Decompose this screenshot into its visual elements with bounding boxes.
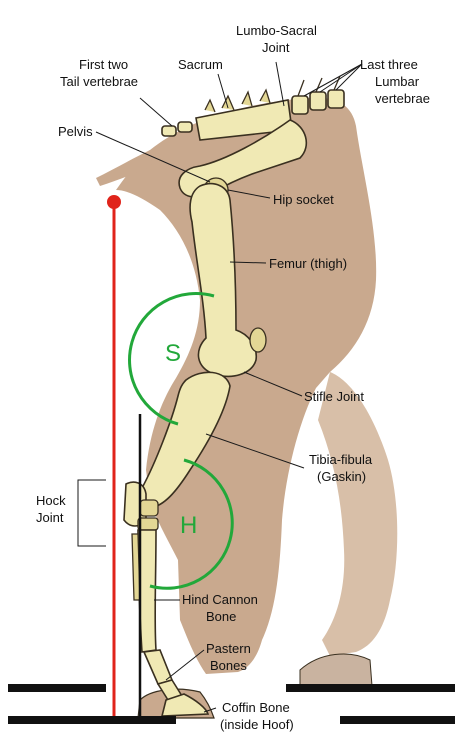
plumb-line-origin-dot bbox=[107, 195, 121, 209]
pastern-bones bbox=[144, 650, 182, 700]
ground-bar-upper-left bbox=[8, 684, 106, 692]
label-sacrum: Sacrum bbox=[178, 57, 223, 72]
label-last-three-line-3: vertebrae bbox=[375, 91, 430, 106]
label-hip-socket: Hip socket bbox=[273, 192, 334, 207]
label-last-three-line-2: Lumbar bbox=[375, 74, 420, 89]
patella-bone bbox=[250, 328, 266, 352]
label-coffin-line-1: Coffin Bone bbox=[222, 700, 290, 715]
stifle-angle-letter: S bbox=[165, 340, 181, 367]
ground-bar-lower-right bbox=[340, 716, 455, 724]
ground-bar-upper-right bbox=[286, 684, 455, 692]
label-lumbo-sacral-line-2: Joint bbox=[262, 40, 290, 55]
label-pastern-line-2: Bones bbox=[210, 658, 247, 673]
label-tibia-line-2: (Gaskin) bbox=[317, 469, 366, 484]
label-last-three-line-1: Last three bbox=[360, 57, 418, 72]
ground-bar-lower-left bbox=[8, 716, 176, 724]
label-pastern-line-1: Pastern bbox=[206, 641, 251, 656]
label-hock-line-1: Hock bbox=[36, 493, 66, 508]
label-hock-line-2: Joint bbox=[36, 510, 64, 525]
label-stifle-joint: Stifle Joint bbox=[304, 389, 364, 404]
label-lumbo-sacral-line-1: Lumbo-Sacral bbox=[236, 23, 317, 38]
label-femur: Femur (thigh) bbox=[269, 256, 347, 271]
label-pelvis: Pelvis bbox=[58, 124, 93, 139]
label-first-two-line-2: Tail vertebrae bbox=[60, 74, 138, 89]
label-hind-cannon-line-2: Bone bbox=[206, 609, 236, 624]
hock-angle-letter: H bbox=[180, 512, 197, 539]
label-hind-cannon-line-1: Hind Cannon bbox=[182, 592, 258, 607]
label-tibia-line-1: Tibia-fibula bbox=[309, 452, 373, 467]
label-coffin-line-2: (inside Hoof) bbox=[220, 717, 294, 732]
label-first-two-line-1: First two bbox=[79, 57, 128, 72]
